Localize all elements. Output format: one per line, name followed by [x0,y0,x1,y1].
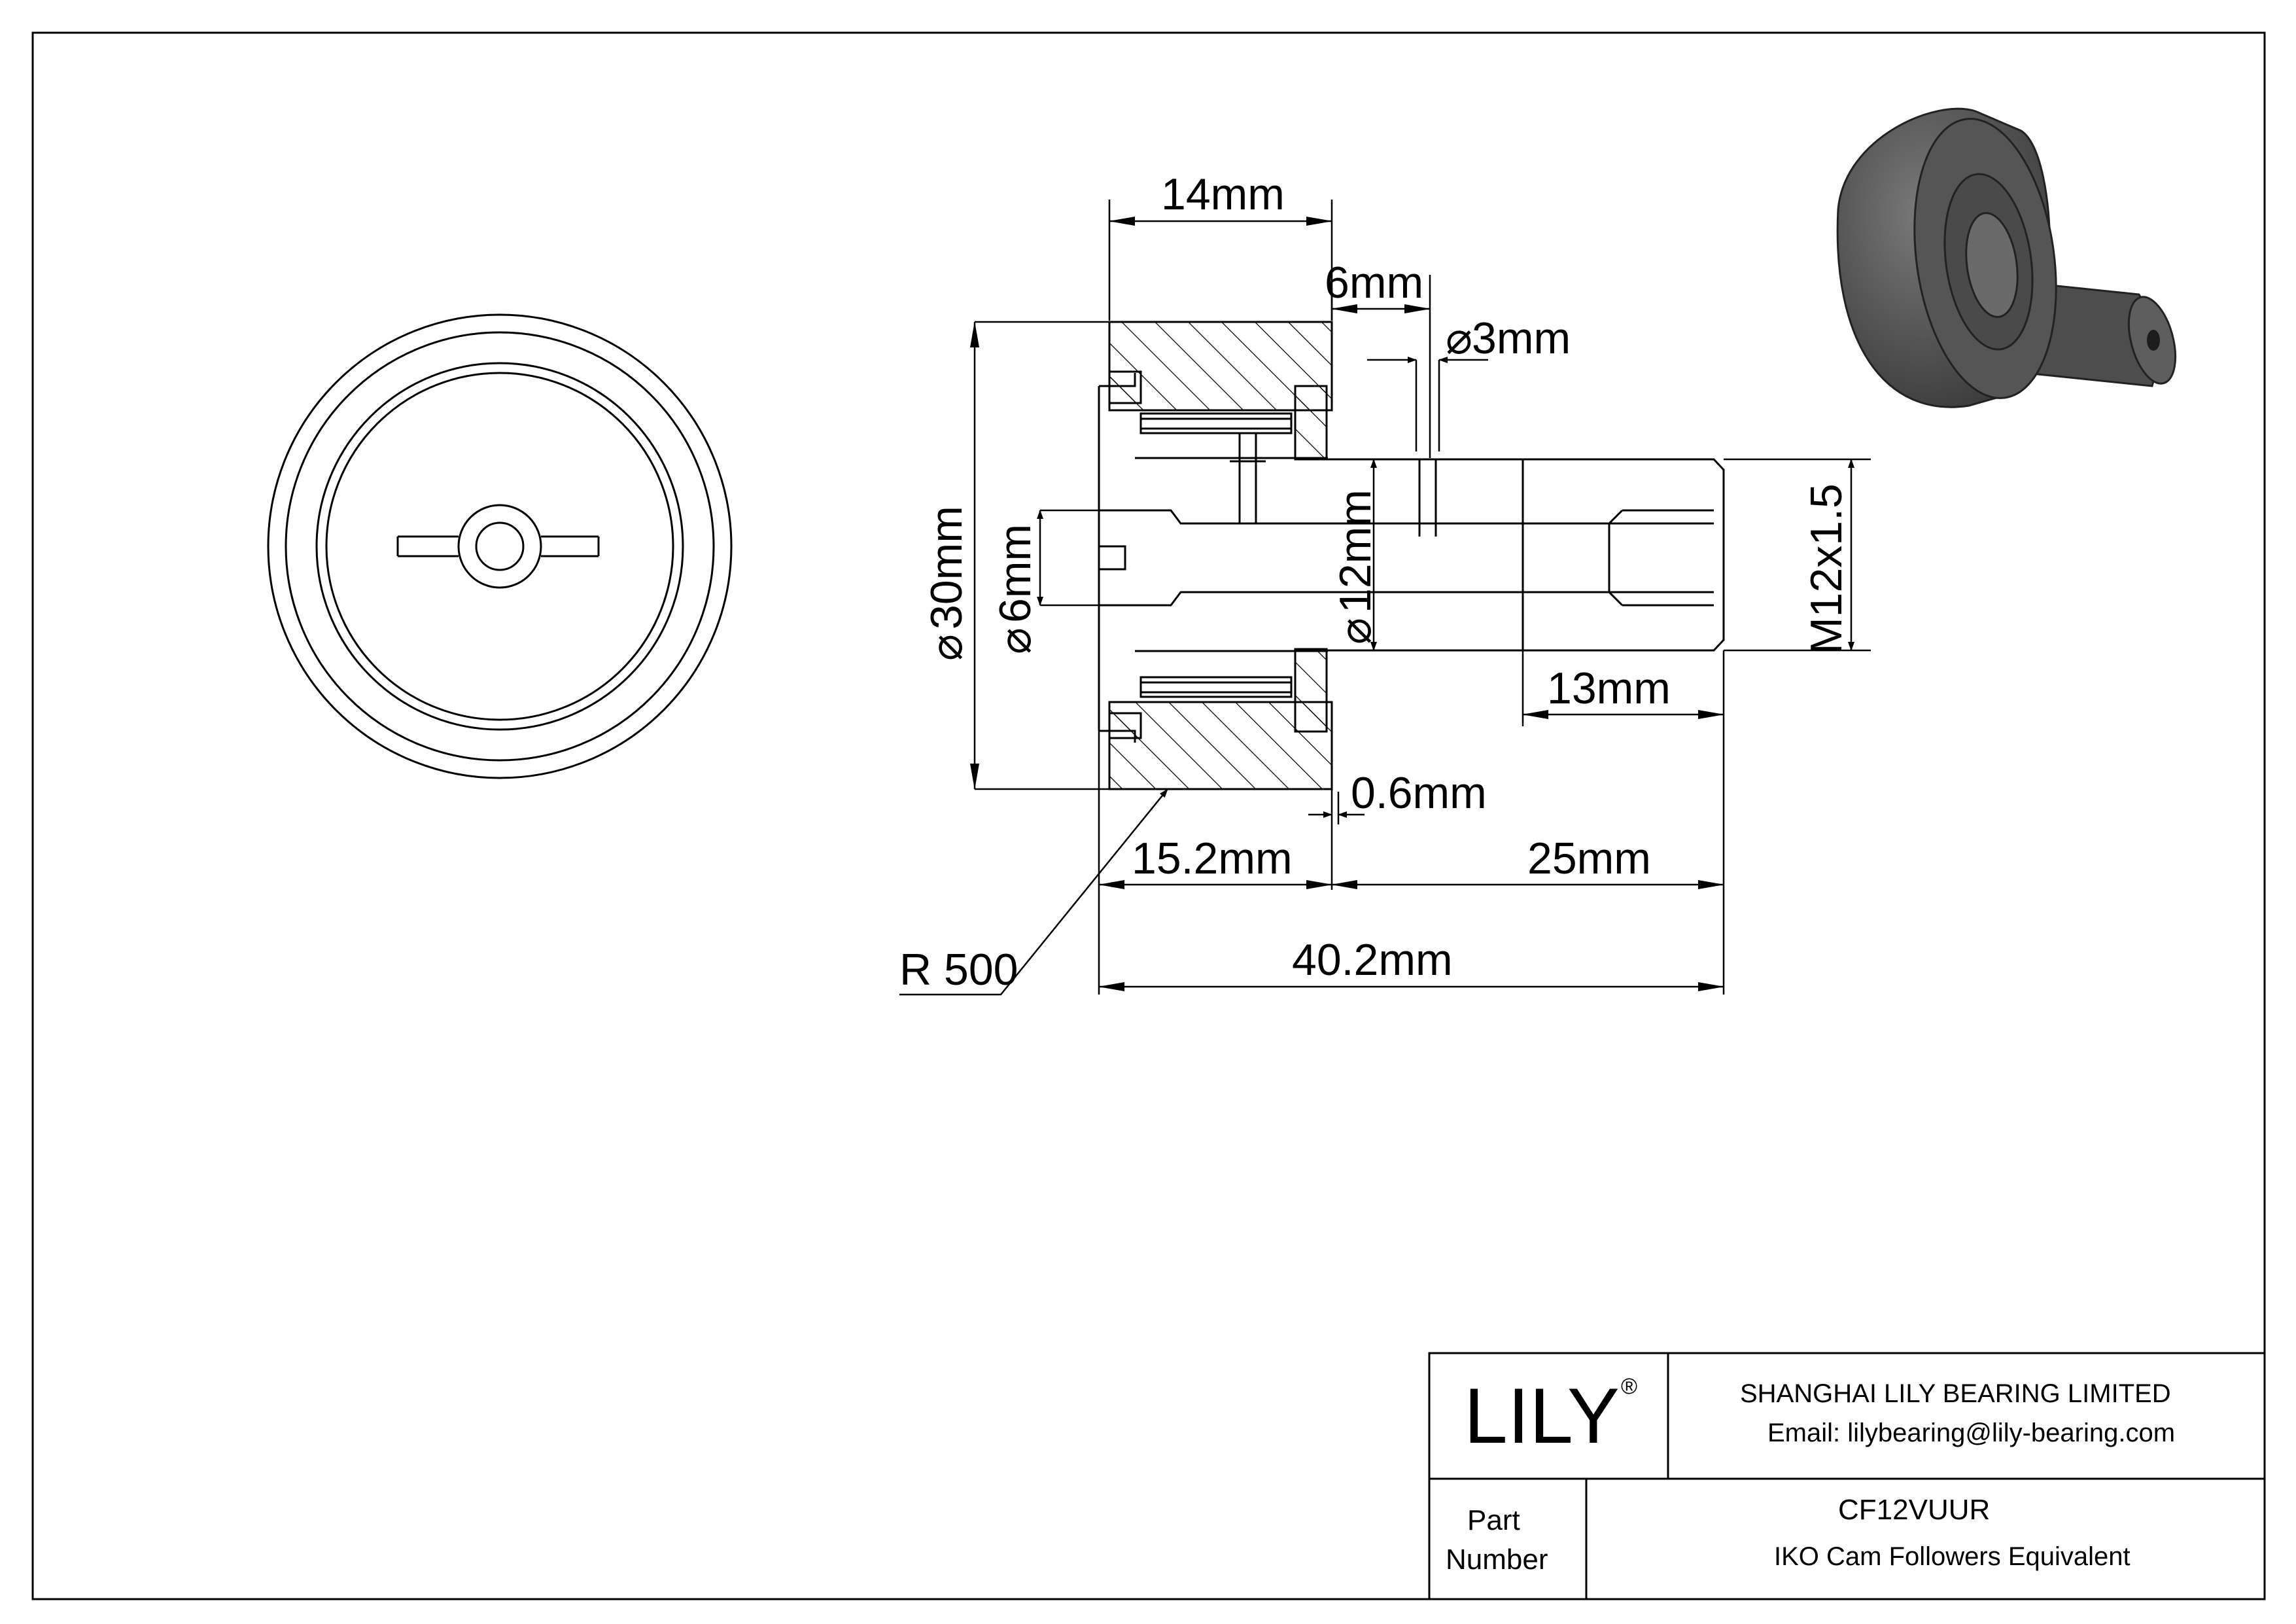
head-plate-top [1108,370,1142,404]
flange-circle [315,362,684,731]
company-name: SHANGHAI LILY BEARING LIMITED [1740,1379,2171,1408]
dimension-lines [899,200,1871,996]
oil-hole-shank [1418,459,1437,537]
company-logo: LILY [1464,1372,1620,1460]
dim-15-2mm: 15.2mm [1132,834,1293,883]
dim-dia-30mm-symbol: ⌀ [922,634,971,661]
sheet-border [31,31,2266,1600]
dim-25mm: 25mm [1527,834,1651,883]
dim-14mm: 14mm [1161,169,1285,219]
outer-ring-circle [267,313,733,779]
part-label-line2: Number [1446,1544,1548,1576]
dim-dia-6mm: 6mm [990,524,1040,623]
dim-dia-6mm-symbol: ⌀ [990,627,1040,654]
dim-13mm: 13mm [1547,663,1671,713]
dim-0-6mm: 0.6mm [1351,768,1487,818]
dimension-texts: 14mm 6mm ⌀ 3mm ⌀ 30mm ⌀ 6mm ⌀ 12mm M12x1… [899,169,1851,995]
title-block [1428,1352,2266,1600]
roller-bottom [1139,676,1293,698]
dim-40-2mm: 40.2mm [1292,935,1453,985]
flange-inner-circle [325,372,674,721]
section-view [1098,321,1725,790]
render-hub [1965,212,2019,318]
render-shank-hole [2147,330,2160,351]
oil-hole-radial [1230,433,1266,523]
outer-ring-inner-circle [285,331,715,762]
head-plate-bottom [1108,712,1142,739]
slot-left [396,535,459,557]
dim-dia-30mm: 30mm [922,506,971,629]
part-description: IKO Cam Followers Equivalent [1774,1542,2131,1571]
part-label-line1: Part [1467,1504,1520,1536]
hex-socket [1608,509,1714,607]
company-email: Email: lilybearing@lily-bearing.com [1767,1419,2175,1447]
stud-shank [1327,458,1725,652]
stud-body [1099,457,1714,652]
part-number: CF12VUUR [1838,1494,1990,1526]
head-slot [1099,545,1126,571]
dim-6mm-width: 6mm [1325,258,1423,308]
dim-thread: M12x1.5 [1801,484,1851,654]
side-plate-top [1294,385,1328,461]
end-view [267,313,733,779]
stud-head [1098,373,1136,743]
logo-registered-mark: ® [1621,1374,1637,1399]
side-plate-bottom [1294,648,1328,733]
title-block-frame [1428,1352,2266,1600]
roller-top [1139,412,1293,434]
slot-right [541,535,600,557]
dim-dia-12mm-symbol: ⌀ [1331,618,1380,644]
title-block-texts: LILY ® SHANGHAI LILY BEARING LIMITED Ema… [1446,1372,2175,1576]
oil-hole-circle [475,521,525,571]
dim-dia-12mm: 12mm [1331,489,1380,613]
hub-circle [457,504,542,589]
dim-radius: R 500 [899,945,1018,995]
bearing-3d-render [1836,107,2177,408]
dim-dia-3mm-symbol: ⌀ [1446,313,1472,363]
dim-dia-3mm: 3mm [1472,313,1571,363]
